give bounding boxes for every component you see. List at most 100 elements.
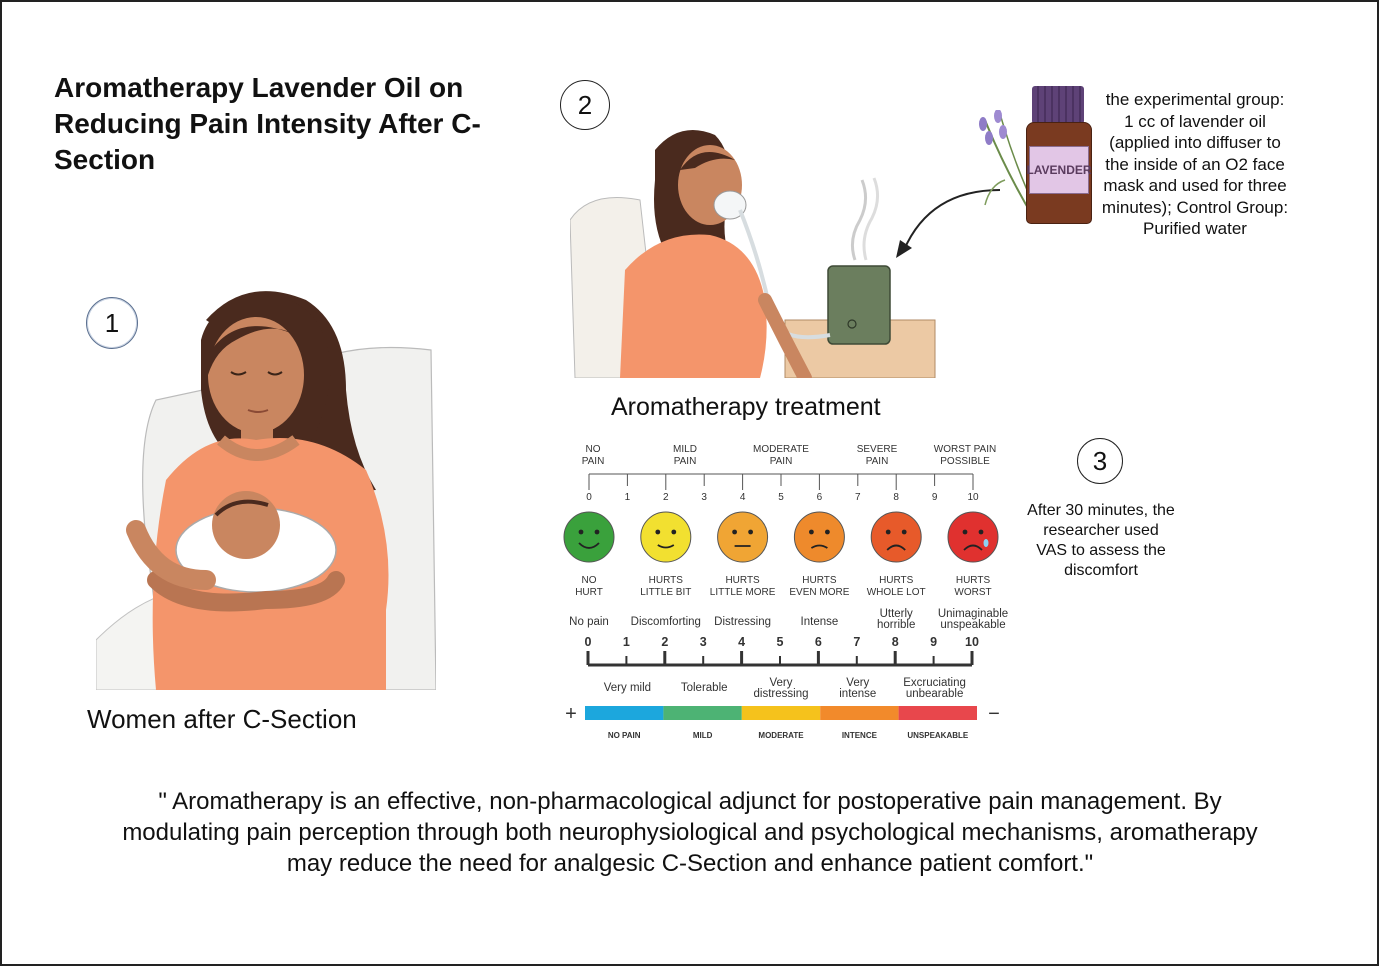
vas-number: 8 (892, 635, 899, 649)
face-label-line2: WORST (954, 587, 991, 598)
face-label-line1: HURTS (649, 575, 684, 586)
vas-number: 6 (815, 635, 822, 649)
face-label-line1: HURTS (956, 575, 991, 586)
face-circle (640, 511, 692, 563)
pain-face-happy (563, 511, 615, 563)
vas-description: After 30 minutes, the researcher used VA… (1027, 502, 1175, 579)
face-mouth (963, 544, 983, 551)
face-circle (947, 511, 999, 563)
aromatherapy-treatment-illustration (570, 130, 936, 378)
faces-top-label: PAIN (674, 456, 697, 467)
face-label-line1: HURTS (725, 575, 760, 586)
vas-lower-label: Very mild (604, 682, 651, 694)
severity-bands: NO PAIN MILD MODERATE INTENCE UNSPEAKABLE (585, 706, 977, 740)
faces-tick-label: 0 (586, 492, 592, 503)
figure-title: Aromatherapy Lavender Oil on Reducing Pa… (54, 72, 481, 175)
severity-band (663, 706, 742, 720)
faces-top-label: WORST PAIN (934, 444, 996, 455)
vas-upper-label: Utterly (880, 608, 913, 620)
face-label-line2: HURT (575, 587, 603, 598)
face-eye (825, 529, 830, 535)
pain-scale-chart: NOPAINMILDPAINMODERATEPAINSEVEREPAINWORS… (563, 444, 1008, 740)
face-circle (717, 511, 769, 563)
vas-upper-label: No pain (569, 616, 609, 628)
faces-top-label: MODERATE (753, 444, 809, 455)
vas-number: 0 (585, 635, 592, 649)
mother-breastfeeding-illustration (96, 291, 436, 690)
faces-tick-label: 4 (740, 492, 746, 503)
faces-top-label: PAIN (582, 456, 605, 467)
face-eye (655, 529, 661, 535)
vas-number: 2 (661, 635, 668, 649)
faces-tick-label: 5 (778, 492, 784, 503)
treatment-caption: Aromatherapy treatment (611, 393, 881, 421)
face-eye (885, 529, 891, 535)
severity-band-label: MILD (693, 731, 713, 740)
vas-lower-label: Very (769, 677, 792, 689)
pain-face-sad (870, 511, 922, 563)
face-label-line2: EVEN MORE (789, 587, 849, 598)
faces-scale-top-labels: NOPAINMILDPAINMODERATEPAINSEVEREPAINWORS… (582, 444, 997, 467)
face-eye (809, 529, 814, 535)
vas-number: 5 (777, 635, 784, 649)
vas-upper-label: Discomforting (631, 616, 701, 628)
vas-lower-label: Tolerable (681, 682, 728, 694)
severity-band (585, 706, 664, 720)
face-circle (793, 511, 845, 563)
face-mouth (578, 542, 600, 549)
faces-top-label: PAIN (770, 456, 793, 467)
faces-tick-label: 10 (967, 492, 979, 503)
face-label-line1: NO (582, 575, 597, 586)
faces-top-label: MILD (673, 444, 697, 455)
vas-lower-label: Excruciating (903, 677, 966, 689)
plus-sign: + (565, 703, 577, 725)
step-3-badge: 3 (1077, 438, 1123, 484)
faces-tick-label: 2 (663, 492, 669, 503)
vas-upper-label: Unimaginable (938, 608, 1008, 620)
severity-band (820, 706, 899, 720)
face-label-line1: HURTS (802, 575, 837, 586)
vas-number: 7 (853, 635, 860, 649)
face-label-line1: HURTS (879, 575, 914, 586)
face-circle (870, 511, 922, 563)
severity-band-label: NO PAIN (608, 731, 641, 740)
faces-tick-label: 3 (701, 492, 707, 503)
severity-band (741, 706, 821, 720)
curved-arrow-icon (896, 189, 1001, 258)
face-label-line2: LITTLE MORE (710, 587, 776, 598)
face-eye (732, 529, 737, 535)
vas-number: 1 (623, 635, 630, 649)
severity-band-label: MODERATE (758, 731, 804, 740)
face-eye (748, 529, 753, 535)
severity-band (898, 706, 977, 720)
face-label-line2: LITTLE BIT (640, 587, 691, 598)
faces-tick-label: 8 (893, 492, 899, 503)
vas-number: 4 (738, 635, 745, 649)
vas-upper-label: unspeakable (940, 619, 1005, 631)
face-circle (563, 511, 615, 563)
vas-number: 9 (930, 635, 937, 649)
faces-top-label: PAIN (866, 456, 889, 467)
severity-band-label: INTENCE (842, 731, 878, 740)
pain-face-smile (640, 511, 692, 563)
severity-band-label: UNSPEAKABLE (907, 731, 969, 740)
faces-top-label: NO (586, 444, 601, 455)
vas-number: 3 (700, 635, 707, 649)
face-mouth (657, 544, 675, 549)
face-eye (962, 529, 968, 535)
step-1-badge: 1 (86, 297, 138, 349)
minus-sign: − (988, 703, 1000, 725)
lavender-oil-bottle: LAVENDER (1026, 86, 1092, 224)
face-tear (983, 539, 989, 547)
face-eye (978, 529, 984, 535)
faces-tick-label: 7 (855, 492, 861, 503)
vas-lower-label: intense (839, 688, 876, 700)
women-caption: Women after C-Section (87, 704, 357, 734)
pain-face-neutral (717, 511, 769, 563)
face-eye (671, 529, 677, 535)
faces-top-label: POSSIBLE (940, 456, 990, 467)
